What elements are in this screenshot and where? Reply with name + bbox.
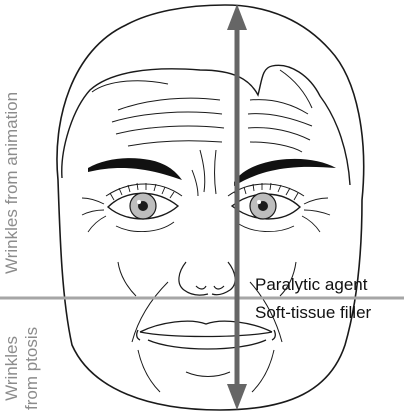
double-arrow xyxy=(227,4,247,410)
hair-strand xyxy=(279,69,313,109)
nasolabial-folds xyxy=(117,261,297,343)
forehead-wrinkles xyxy=(111,97,313,153)
lower-zone-label: Wrinkles from ptosis xyxy=(2,327,42,410)
left-eye xyxy=(81,182,183,233)
lower-zone-label-line1: Wrinkles xyxy=(2,336,21,401)
face-outline xyxy=(56,4,365,411)
crows-feet xyxy=(301,197,331,233)
mouth xyxy=(136,320,276,350)
hairline xyxy=(61,64,351,186)
glabellar-lines xyxy=(191,149,217,197)
paralytic-agent-label: Paralytic agent xyxy=(255,275,368,294)
soft-tissue-filler-label: Soft-tissue filler xyxy=(255,303,372,322)
right-eye xyxy=(227,182,331,233)
crows-feet xyxy=(81,197,107,233)
hair-strand xyxy=(91,80,169,93)
upper-zone-label: Wrinkles from animation xyxy=(2,91,21,274)
chin-lines xyxy=(137,349,275,393)
right-eyebrow xyxy=(234,158,336,186)
left-eyebrow xyxy=(88,158,182,180)
lower-zone-label-line2: from ptosis xyxy=(22,326,41,410)
nose xyxy=(178,261,236,296)
